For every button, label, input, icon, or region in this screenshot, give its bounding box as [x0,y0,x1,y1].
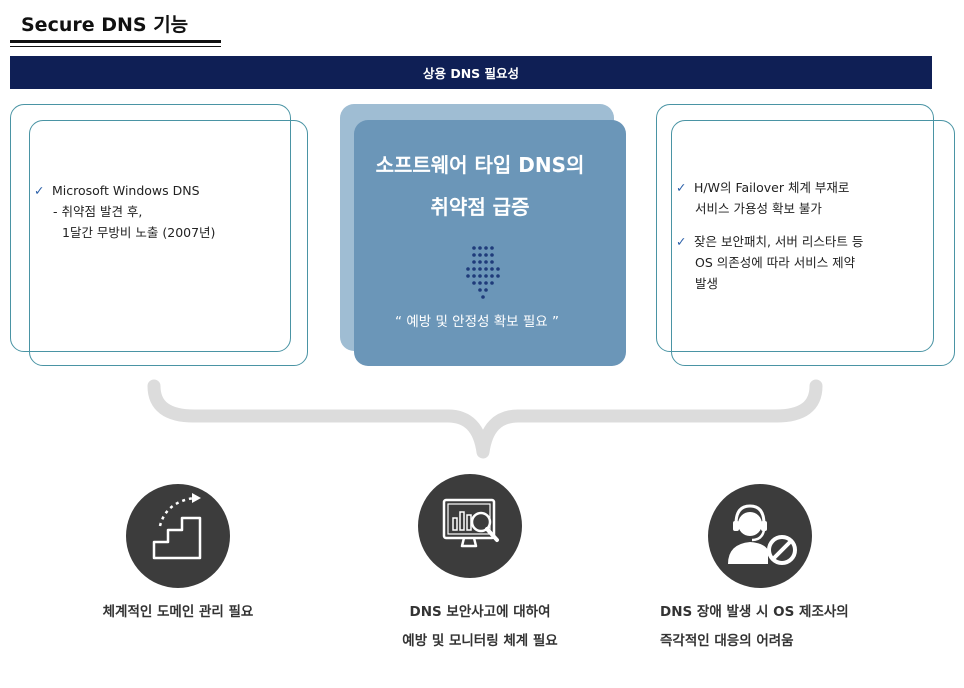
monitor-analytics-icon [442,498,499,548]
stairs-circle [126,484,230,588]
check-icon: ✓ [676,180,687,195]
caption-2: DNS 보안사고에 대하여 예방 및 모니터링 체계 필요 [360,598,600,656]
center-box-front [354,120,626,366]
dotted-down-arrow-icon [466,246,500,299]
caption-3-line2: 즉각적인 대응의 어려움 [660,633,794,649]
left-box-content: ✓ Microsoft Windows DNS - 취약점 발견 후, 1달간 무… [34,180,215,243]
right-box-back [656,104,934,352]
right-item1-line1: H/W의 Failover 체계 부재로 [694,180,850,195]
left-sub-2: 1달간 무방비 노출 (2007년) [62,225,216,240]
caption-2-line1: DNS 보안사고에 대하여 [409,604,551,620]
right-box-front [671,120,955,366]
right-item2-line3: 발생 [695,276,719,291]
left-item: Microsoft Windows DNS [52,183,200,198]
left-sub-1: - 취약점 발견 후, [53,204,143,219]
right-item1-line2: 서비스 가용성 확보 불가 [695,201,822,216]
caption-1: 체계적인 도메인 관리 필요 [78,598,278,627]
center-title-line2: 취약점 급증 [430,195,530,219]
right-item2-line2: OS 의존성에 따라 서비스 제약 [695,255,856,270]
center-title: 소프트웨어 타입 DNS의 취약점 급증 [354,144,606,228]
stairs-up-icon [152,493,202,560]
title-underline-thin [10,46,221,47]
monitor-circle [418,474,522,578]
caption-1-line1: 체계적인 도메인 관리 필요 [102,604,254,620]
caption-3: DNS 장애 발생 시 OS 제조사의 즉각적인 대응의 어려움 [660,598,950,656]
caption-2-line2: 예방 및 모니터링 체계 필요 [402,633,558,649]
check-icon: ✓ [34,183,45,198]
banner-label: 상용 DNS 필요성 [422,66,520,81]
left-box-front [29,120,308,366]
center-title-line1: 소프트웨어 타입 DNS의 [375,153,585,177]
left-box-back [10,104,291,352]
check-icon: ✓ [676,234,687,249]
section-banner: 상용 DNS 필요성 [10,56,932,89]
curly-brace-connector [147,379,823,459]
center-quote: “ 예방 및 안정성 확보 필요 ” [395,314,559,330]
right-item2-line1: 잦은 보안패치, 서버 리스타트 등 [694,234,864,249]
support-circle [708,484,812,588]
title-underline-thick [10,40,221,43]
support-agent-blocked-icon [728,504,797,565]
right-box-content: ✓ H/W의 Failover 체계 부재로 서비스 가용성 확보 불가 ✓ 잦은 … [676,177,863,294]
page-title: Secure DNS 기능 [21,14,189,36]
caption-3-line1: DNS 장애 발생 시 OS 제조사의 [660,604,849,620]
